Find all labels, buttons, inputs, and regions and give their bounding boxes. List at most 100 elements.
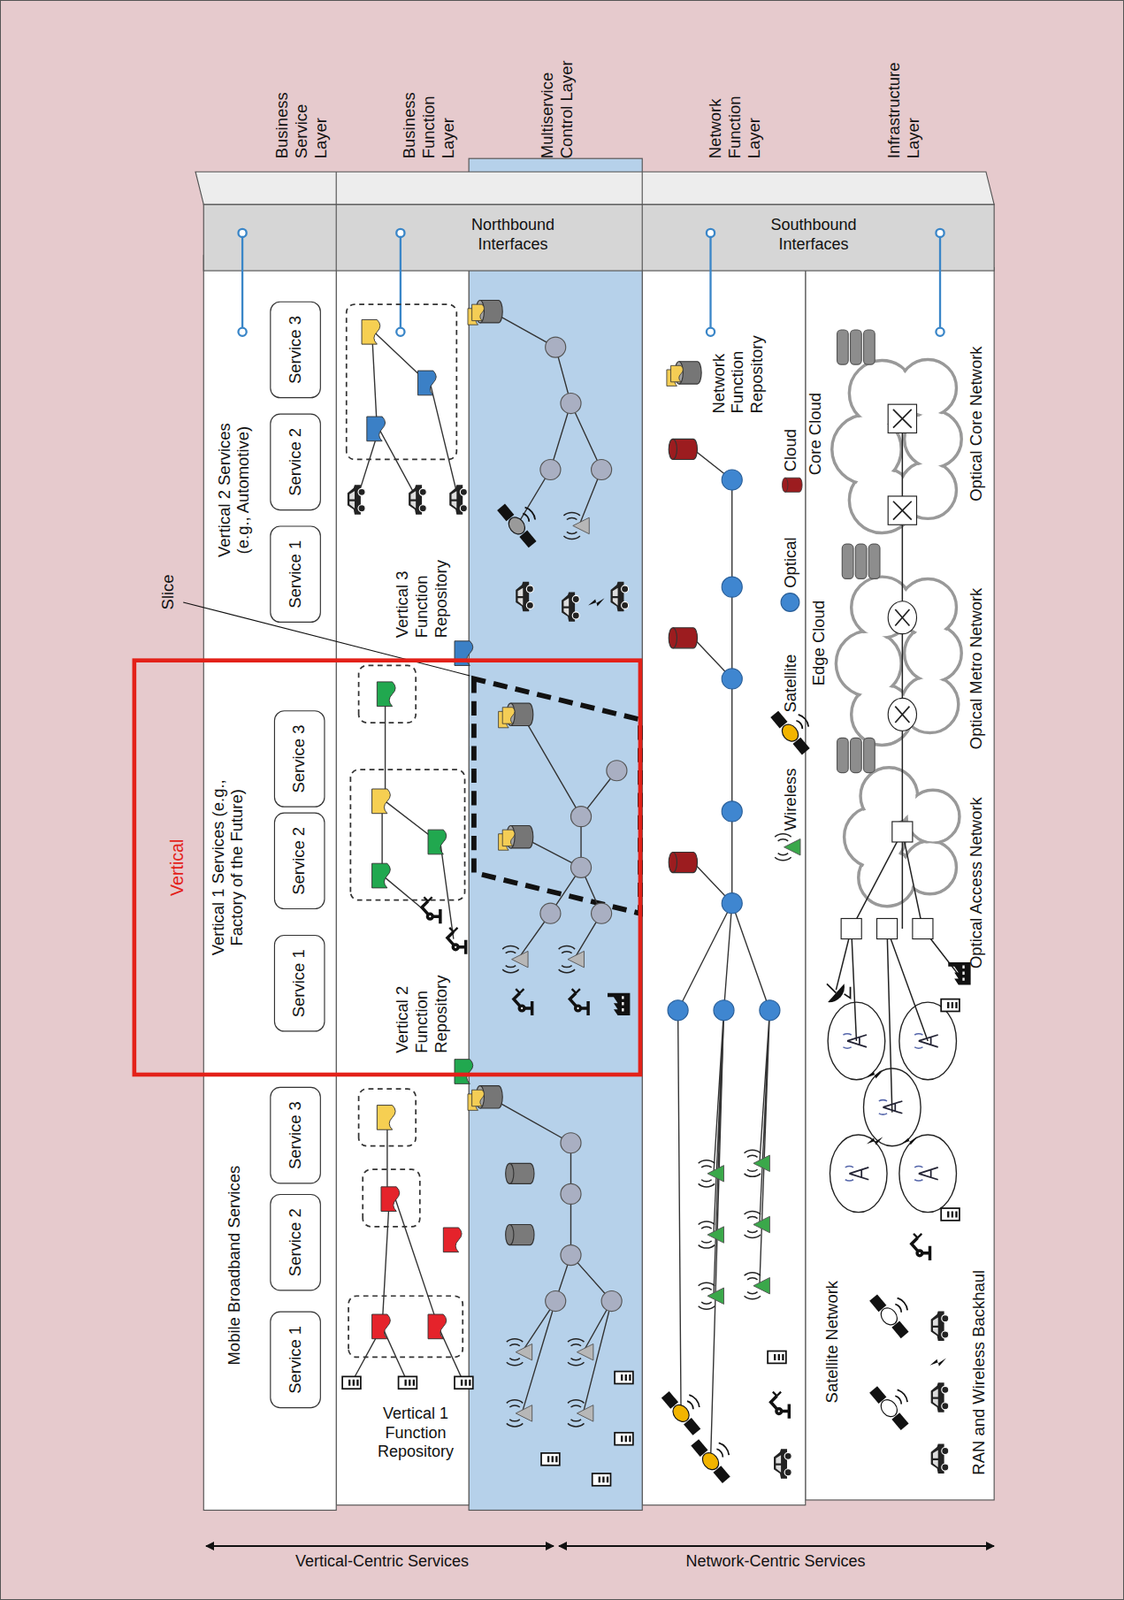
infrastructure-icon — [888, 600, 918, 634]
function-groups — [359, 665, 417, 723]
network-label: Optical Metro Network — [966, 571, 987, 765]
control-node — [516, 581, 535, 611]
device-icon — [454, 1376, 474, 1389]
rotated-diagram: Business Service LayerBusiness Function … — [122, 20, 1010, 1520]
slice-outline — [183, 602, 642, 914]
control-node — [505, 1223, 535, 1245]
infrastructure-icon — [931, 1310, 949, 1340]
function-links — [357, 331, 459, 500]
business-function-panel — [336, 263, 470, 1506]
vertical-highlight-box: VerticalService 1Service 2Service 3 — [132, 657, 643, 1077]
network-node — [689, 1437, 733, 1484]
network-node — [698, 1221, 725, 1248]
infrastructure-icon — [864, 1068, 922, 1147]
control-node — [541, 1452, 560, 1465]
control-node — [560, 1183, 582, 1204]
interface-label: Southbound Interfaces — [747, 215, 880, 254]
network-links — [678, 449, 771, 1461]
legend-text: Cloud — [780, 428, 801, 472]
infrastructure-icon — [868, 1292, 911, 1340]
control-node — [592, 1473, 612, 1486]
network-node — [659, 1389, 703, 1437]
interface-header — [336, 171, 337, 271]
function-block — [428, 1314, 447, 1339]
control-node — [545, 336, 566, 358]
function-links — [382, 693, 455, 939]
network-node — [722, 892, 743, 913]
network-node — [698, 1282, 725, 1309]
interface-connector — [706, 228, 715, 237]
service-box: Service 2 — [270, 412, 322, 511]
infrastructure-icon — [892, 821, 913, 842]
interface-connector — [241, 232, 244, 332]
function-groups — [351, 769, 466, 901]
control-node — [513, 988, 533, 1016]
device-icon — [421, 896, 441, 924]
control-node — [567, 1399, 594, 1426]
infrastructure-icon — [830, 1134, 888, 1213]
network-node — [771, 1391, 790, 1418]
infrastructure-icon — [866, 1136, 883, 1145]
control-panel — [469, 158, 643, 1510]
legend-text: Wireless — [780, 767, 801, 831]
service-name: Service 2 — [290, 825, 310, 895]
service-name: Service 3 — [285, 1101, 306, 1170]
interface-connector — [936, 228, 945, 237]
function-block — [372, 1314, 391, 1339]
network-node — [744, 1149, 771, 1177]
network-node — [722, 800, 743, 821]
control-node — [560, 1244, 582, 1265]
network-label: Optical Access Network — [966, 779, 987, 985]
cloud — [909, 791, 958, 841]
control-node — [588, 597, 605, 606]
architecture-illustration — [122, 20, 1010, 1520]
infrastructure-icon — [899, 1001, 957, 1080]
service-box: Service 2 — [274, 811, 326, 910]
control-node — [614, 1370, 634, 1384]
network-label: Satellite Network — [822, 1259, 842, 1423]
infrastructure-icon — [941, 1208, 961, 1221]
legend-sample — [775, 833, 802, 860]
infrastructure-icon — [879, 1099, 903, 1114]
control-node — [570, 988, 589, 1016]
service-axis-label: Vertical-Centric Services — [249, 1552, 515, 1572]
network-node — [759, 999, 780, 1020]
service-name: Service 1 — [285, 539, 306, 608]
infrastructure-icon — [826, 329, 972, 1474]
interface-connector — [936, 327, 945, 336]
infrastructure-icon — [912, 917, 933, 939]
function-block — [377, 1104, 397, 1130]
cloud — [863, 769, 917, 823]
cloud — [836, 630, 903, 696]
network-node — [722, 469, 743, 490]
cloud — [832, 359, 962, 906]
function-block — [361, 319, 474, 1339]
function-block — [377, 680, 397, 706]
control-node — [591, 902, 612, 924]
infrastructure-icon — [888, 404, 918, 433]
service-group-heading: Vertical 1 Services (e.g., Factory of th… — [210, 775, 247, 960]
slice-outline — [474, 678, 641, 913]
network-label: RAN and Wireless Backhaul — [969, 1254, 989, 1490]
infrastructure-icon — [877, 917, 898, 939]
service-name: Service 2 — [285, 1208, 306, 1277]
interface-connector — [710, 232, 712, 332]
legend-text: Optical — [780, 536, 801, 588]
control-node — [606, 759, 627, 780]
network-links — [713, 1009, 770, 1296]
repository-label: Vertical 2 Function Repository — [392, 958, 452, 1053]
control-node — [467, 1085, 503, 1110]
infrastructure-icon — [868, 1383, 911, 1431]
network-node — [667, 999, 689, 1020]
interface-connector — [399, 232, 402, 332]
network-node — [722, 576, 743, 597]
function-block — [361, 319, 381, 345]
function-groups — [346, 304, 458, 459]
function-groups — [346, 304, 466, 1357]
device-icon — [347, 484, 366, 514]
function-block — [454, 1058, 474, 1084]
infrastructure-icon — [915, 1165, 940, 1180]
function-links — [351, 331, 465, 1383]
cloud — [833, 360, 960, 904]
